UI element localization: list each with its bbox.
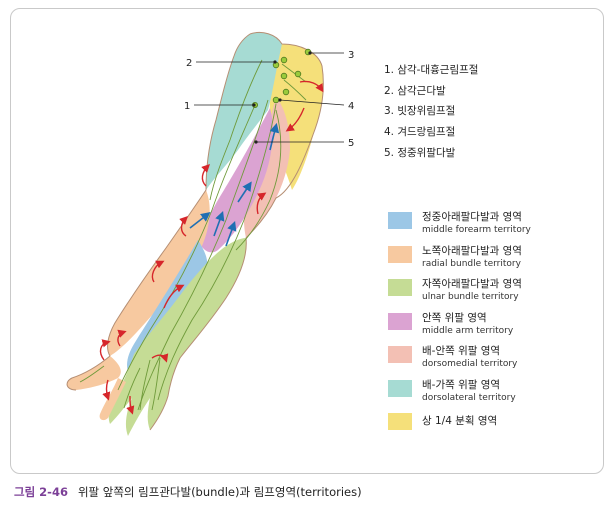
figure-title: 위팔 앞쪽의 림프관다발(bundle)과 림프영역(territories) [77, 485, 362, 499]
radial-territory [107, 190, 210, 356]
legend-label-en: middle forearm territory [422, 225, 531, 235]
legend-label-ko: 자쪽아래팔다발과 영역 [422, 278, 522, 290]
callout-2: 2 [186, 58, 192, 69]
legend-label-ko: 배-안쪽 위팔 영역 [422, 345, 501, 357]
legend-label-ko: 안쪽 위팔 영역 [422, 311, 487, 324]
lymph-vessels [79, 59, 307, 411]
legend-label-ko: 상 1/4 분획 영역 [422, 415, 498, 427]
legend-swatch [388, 212, 412, 229]
label-5: 5. 정중위팔다발 [384, 146, 456, 159]
legend-label-en: ulnar bundle territory [422, 292, 519, 302]
dorsolateral-territory [206, 32, 282, 190]
figure-number: 그림 2-46 [14, 485, 68, 499]
callout-1: 1 [184, 101, 190, 112]
legend-swatch [388, 312, 412, 330]
index-finger [99, 378, 126, 421]
callout-5: 5 [348, 138, 354, 149]
leader-lines [194, 52, 345, 143]
legend-label-en: middle arm territory [422, 325, 514, 336]
callout-3: 3 [348, 50, 354, 61]
legend-swatch [388, 245, 412, 263]
legend-label-ko: 노쪽아래팔다발과 영역 [422, 244, 522, 257]
legend-swatch [388, 279, 412, 296]
legend-label-en: dorsolateral territory [422, 392, 516, 403]
legend-swatch [388, 379, 412, 397]
label-2: 2. 삼각근다발 [384, 84, 446, 97]
legend-label-en: radial bundle territory [422, 258, 521, 269]
label-1: 1. 삼각-대흉근림프절 [384, 64, 479, 76]
callout-4: 4 [348, 101, 354, 112]
structure-labels: 1. 삼각-대흉근림프절 2. 삼각근다발 3. 빗장위림프절 4. 겨드랑림프… [384, 60, 478, 163]
legend-label-en: dorsomedial territory [422, 359, 518, 369]
legend-label-ko: 정중아래팔다발과 영역 [422, 211, 522, 223]
label-3: 3. 빗장위림프절 [384, 105, 456, 118]
label-4: 4. 겨드랑림프절 [384, 126, 456, 139]
blue-arrows [189, 122, 280, 247]
legend-swatch [388, 346, 412, 363]
red-arrows [99, 80, 324, 415]
legend-swatch [388, 413, 412, 430]
legend-label-ko: 배-가쪽 위팔 영역 [422, 378, 501, 391]
figure-caption: 그림 2-46 위팔 앞쪽의 림프관다발(bundle)과 림프영역(territ… [14, 484, 362, 500]
